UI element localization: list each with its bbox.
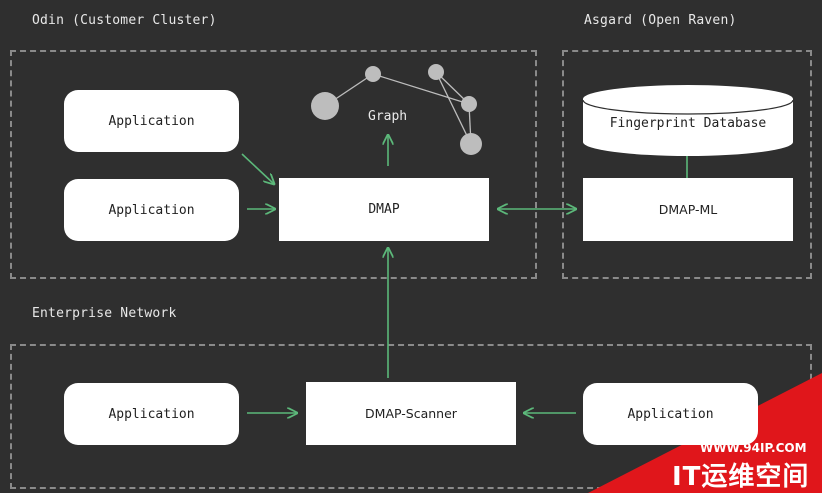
application-node-bottom-right: Application: [583, 383, 758, 445]
asgard-region: [562, 50, 812, 279]
dmap-node: DMAP: [279, 178, 489, 241]
application-node-top: Application: [64, 90, 239, 152]
fingerprint-database-cylinder: [582, 85, 794, 156]
arrow-app-top-to-dmap: [241, 153, 274, 184]
watermark-text: IT运维空间: [672, 462, 810, 492]
application-node-bottom-left: Application: [64, 383, 239, 445]
odin-region: [10, 50, 537, 279]
graph-node-large: [311, 92, 339, 120]
fingerprint-database-label: Fingerprint Database: [609, 115, 767, 131]
graph-node: [460, 133, 482, 155]
dmap-scanner-node: DMAP-Scanner: [306, 382, 516, 445]
graph-node: [461, 96, 477, 112]
enterprise-region-label: Enterprise Network: [32, 306, 177, 321]
graph-network: [311, 64, 482, 155]
graph-node: [365, 66, 381, 82]
graph-node: [428, 64, 444, 80]
application-node-middle: Application: [64, 179, 239, 241]
graph-label: Graph: [368, 109, 408, 124]
watermark-url: WWW.94IP.COM: [700, 441, 807, 455]
asgard-region-label: Asgard (Open Raven): [584, 13, 737, 28]
odin-region-label: Odin (Customer Cluster): [32, 13, 217, 28]
dmap-ml-node: DMAP-ML: [583, 178, 793, 241]
